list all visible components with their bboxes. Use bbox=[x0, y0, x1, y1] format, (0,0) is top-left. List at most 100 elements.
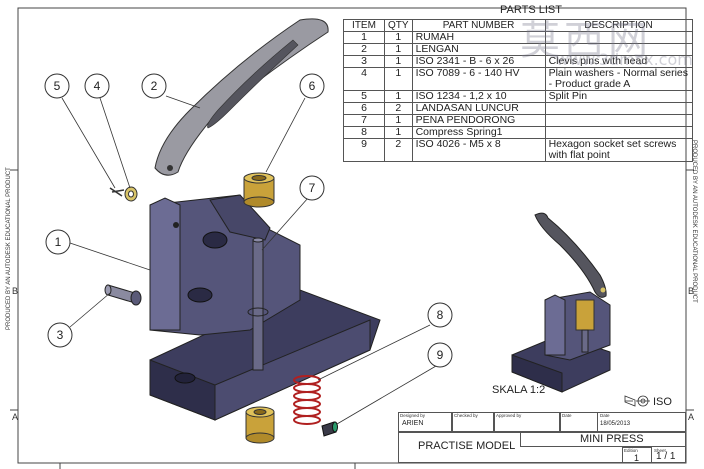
cell-item: 3 bbox=[343, 55, 385, 68]
cell-part-number: LANDASAN LUNCUR bbox=[411, 102, 546, 115]
cell-item: 2 bbox=[343, 43, 385, 56]
cell-description bbox=[544, 114, 693, 127]
cell-part-number: ISO 4026 - M5 x 8 bbox=[411, 138, 546, 162]
spring-part bbox=[293, 375, 321, 425]
drawing-title: MINI PRESS bbox=[580, 433, 644, 445]
callout-5 bbox=[44, 73, 70, 99]
designed-by-label: Designed by bbox=[400, 413, 426, 418]
parts-list-table: ITEM QTY PART NUMBER DESCRIPTION 1 1 RUM… bbox=[343, 19, 693, 162]
cell-item: 7 bbox=[343, 114, 385, 127]
cell-qty: 1 bbox=[384, 114, 413, 127]
callout-label: 2 bbox=[151, 79, 158, 93]
table-row: 1 1 RUMAH bbox=[343, 31, 693, 44]
date2-label: Date bbox=[600, 413, 610, 418]
edition-label: Edition bbox=[624, 448, 638, 453]
callout-4 bbox=[84, 73, 110, 99]
table-row: 9 2 ISO 4026 - M5 x 8 Hexagon socket set… bbox=[343, 138, 693, 162]
callout-9 bbox=[427, 342, 453, 368]
sheet-label: Sheet bbox=[654, 448, 666, 453]
table-row: 8 1 Compress Spring1 bbox=[343, 126, 693, 139]
cell-description bbox=[544, 126, 693, 139]
border-letter: B bbox=[12, 286, 18, 296]
parts-list-title: PARTS LIST bbox=[500, 4, 562, 16]
callout-2 bbox=[141, 73, 167, 99]
cell-item: 4 bbox=[343, 67, 385, 91]
edition-value: 1 bbox=[634, 453, 640, 463]
washer-part bbox=[124, 186, 138, 202]
cell-qty: 1 bbox=[384, 90, 413, 103]
table-row: 6 2 LANDASAN LUNCUR bbox=[343, 102, 693, 115]
cell-item: 9 bbox=[343, 138, 385, 162]
watermark-url: www.3dmox.com bbox=[556, 50, 693, 69]
leader-lines bbox=[61, 95, 437, 425]
housing-part bbox=[149, 194, 301, 336]
border-letter: B bbox=[688, 286, 694, 296]
drawing-border bbox=[17, 7, 687, 464]
callout-label: 5 bbox=[54, 79, 61, 93]
callout-label: 7 bbox=[309, 181, 316, 195]
cell-qty: 2 bbox=[384, 138, 413, 162]
parts-list-header: ITEM QTY PART NUMBER DESCRIPTION bbox=[343, 19, 693, 32]
base-plate bbox=[149, 289, 381, 421]
callout-label: 3 bbox=[57, 328, 64, 342]
designer-value: ARIEN bbox=[402, 420, 424, 427]
cell-part-number: PENA PENDORONG bbox=[411, 114, 546, 127]
cell-part-number: ISO 1234 - 1,2 x 10 bbox=[411, 90, 546, 103]
bushing-part-top bbox=[243, 172, 275, 208]
projection-symbol bbox=[624, 395, 650, 407]
cell-description: Plain washers - Normal series - Product … bbox=[544, 67, 693, 91]
date-value: 18/05/2013 bbox=[600, 421, 631, 427]
side-text-left: PRODUCED BY AN AUTODESK EDUCATIONAL PROD… bbox=[6, 167, 12, 330]
table-row: 5 1 ISO 1234 - 1,2 x 10 Split Pin bbox=[343, 90, 693, 103]
cell-qty: 1 bbox=[384, 126, 413, 139]
split-pin-part bbox=[109, 187, 125, 197]
callout-1 bbox=[45, 229, 71, 255]
cell-description: Hexagon socket set screws with flat poin… bbox=[544, 138, 693, 162]
cell-qty: 2 bbox=[384, 102, 413, 115]
checked-by-label: Checked by bbox=[454, 413, 478, 418]
title-block-cell bbox=[560, 412, 598, 432]
cell-item: 1 bbox=[343, 31, 385, 44]
cell-description: Split Pin bbox=[544, 90, 693, 103]
scale-label: SKALA 1:2 bbox=[492, 384, 545, 396]
border-letter: A bbox=[688, 412, 694, 422]
callout-label: 1 bbox=[55, 235, 62, 249]
approved-by-label: Approved by bbox=[496, 413, 522, 418]
header-qty: QTY bbox=[384, 19, 413, 32]
title-block-cell bbox=[494, 412, 560, 432]
cell-qty: 1 bbox=[384, 31, 413, 44]
cell-qty: 1 bbox=[384, 55, 413, 68]
push-pin-part bbox=[247, 237, 269, 371]
sheet-value: 1 / 1 bbox=[656, 451, 676, 462]
cell-item: 8 bbox=[343, 126, 385, 139]
callout-6 bbox=[299, 73, 325, 99]
callout-label: 4 bbox=[94, 79, 101, 93]
cell-item: 6 bbox=[343, 102, 385, 115]
callout-3 bbox=[47, 322, 73, 348]
date-label: Date bbox=[562, 413, 572, 418]
border-letter: A bbox=[12, 412, 18, 422]
bushing-part-bottom bbox=[245, 406, 275, 444]
table-row: 4 1 ISO 7089 - 6 - 140 HV Plain washers … bbox=[343, 67, 693, 91]
cell-item: 5 bbox=[343, 90, 385, 103]
title-block-cell bbox=[452, 412, 494, 432]
handle-part bbox=[154, 18, 329, 176]
watermark-chinese: 莫西网 bbox=[520, 18, 652, 64]
header-item: ITEM bbox=[343, 19, 385, 32]
set-screw-part bbox=[321, 421, 338, 437]
projection-label: ISO bbox=[653, 396, 672, 408]
table-row: 7 1 PENA PENDORONG bbox=[343, 114, 693, 127]
callout-label: 9 bbox=[437, 348, 444, 362]
model-name: PRACTISE MODEL bbox=[418, 440, 516, 452]
cell-description bbox=[544, 102, 693, 115]
cell-part-number: ISO 7089 - 6 - 140 HV bbox=[411, 67, 546, 91]
cell-part-number: Compress Spring1 bbox=[411, 126, 546, 139]
assembled-view bbox=[511, 212, 611, 393]
title-block-cell bbox=[520, 432, 686, 447]
callout-label: 8 bbox=[437, 308, 444, 322]
callout-label: 6 bbox=[309, 79, 316, 93]
cell-qty: 1 bbox=[384, 43, 413, 56]
cell-qty: 1 bbox=[384, 67, 413, 91]
title-block-cell bbox=[622, 447, 652, 463]
